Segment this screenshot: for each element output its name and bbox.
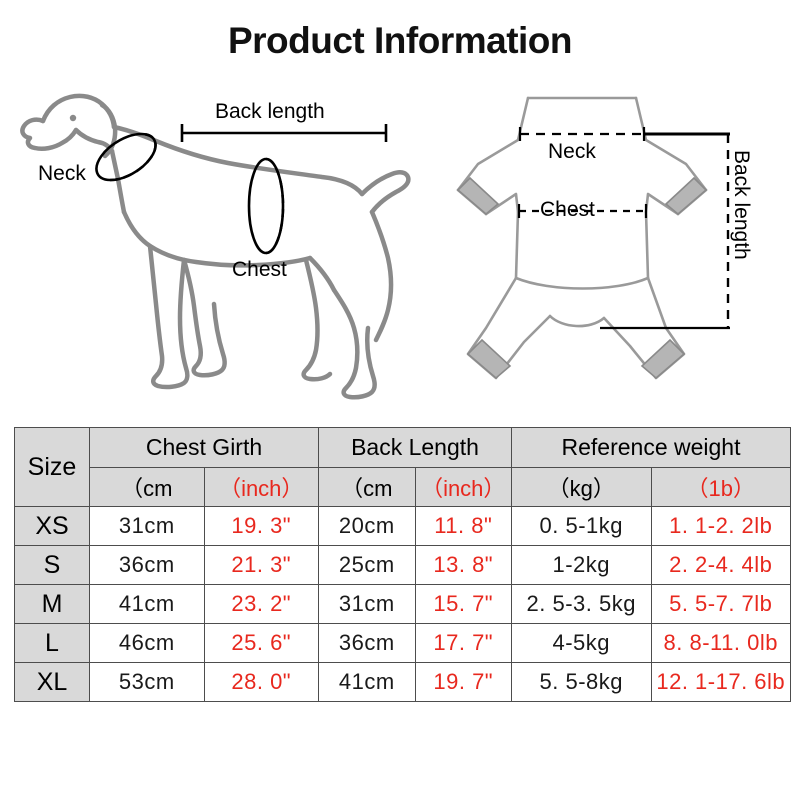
table-header-unit-row: （cm （inch） （cm （inch） （kg） （1b） bbox=[15, 467, 791, 507]
garment-outline-svg bbox=[456, 96, 730, 380]
cell-chest-girth-cm: 41cm bbox=[89, 584, 205, 624]
size-chart-table: Size Chest Girth Back Length Reference w… bbox=[14, 427, 791, 702]
garment-chest-measure-line bbox=[517, 204, 648, 218]
chest-measure-ellipse bbox=[247, 157, 285, 255]
cell-chest-girth-cm: 36cm bbox=[89, 545, 205, 585]
dog-side-view-measurement-diagram: Neck Chest Back length bbox=[10, 78, 430, 413]
cell-reference-weight-kg: 2. 5-3. 5kg bbox=[511, 584, 652, 624]
garment-neck-measure-line bbox=[518, 127, 646, 141]
cell-back-length-inch: 13. 8" bbox=[414, 545, 512, 585]
cell-chest-girth-cm: 53cm bbox=[89, 662, 205, 702]
garment-neck-label: Neck bbox=[548, 140, 596, 163]
cell-back-length-cm: 25cm bbox=[318, 545, 416, 585]
cell-back-length-cm: 20cm bbox=[318, 506, 416, 546]
cell-reference-weight-kg: 4-5kg bbox=[511, 623, 652, 663]
header-unit-chest-inch: （inch） bbox=[203, 467, 319, 507]
cell-back-length-cm: 41cm bbox=[318, 662, 416, 702]
cell-reference-weight-kg: 0. 5-1kg bbox=[511, 506, 652, 546]
cell-chest-girth-cm: 31cm bbox=[89, 506, 205, 546]
header-unit-weight-kg: （kg） bbox=[511, 467, 652, 507]
cell-size: S bbox=[14, 545, 90, 585]
header-chest-girth: Chest Girth bbox=[89, 427, 319, 468]
cell-reference-weight-kg: 5. 5-8kg bbox=[511, 662, 652, 702]
cell-chest-girth-inch: 19. 3" bbox=[203, 506, 319, 546]
cell-chest-girth-inch: 21. 3" bbox=[203, 545, 319, 585]
cell-chest-girth-cm: 46cm bbox=[89, 623, 205, 663]
cell-reference-weight-kg: 1-2kg bbox=[511, 545, 652, 585]
header-reference-weight: Reference weight bbox=[511, 427, 791, 468]
dog-chest-label: Chest bbox=[232, 258, 287, 281]
cell-reference-weight-lb: 2. 2-4. 4lb bbox=[650, 545, 791, 585]
cell-reference-weight-lb: 5. 5-7. 7lb bbox=[650, 584, 791, 624]
cell-back-length-inch: 19. 7" bbox=[414, 662, 512, 702]
page-title: Product Information bbox=[227, 20, 573, 61]
cell-back-length-cm: 31cm bbox=[318, 584, 416, 624]
cell-back-length-inch: 17. 7" bbox=[414, 623, 512, 663]
header-unit-back-cm: （cm bbox=[318, 467, 416, 507]
cell-size: XL bbox=[14, 662, 90, 702]
cell-reference-weight-lb: 8. 8-11. 0lb bbox=[650, 623, 791, 663]
dog-neck-label: Neck bbox=[38, 162, 86, 185]
cell-back-length-cm: 36cm bbox=[318, 623, 416, 663]
cell-chest-girth-inch: 25. 6" bbox=[203, 623, 319, 663]
cell-chest-girth-inch: 23. 2" bbox=[203, 584, 319, 624]
dog-eye bbox=[69, 114, 77, 122]
dog-back-length-label: Back length bbox=[215, 100, 325, 123]
garment-back-length-label: Back length bbox=[730, 150, 753, 260]
cell-reference-weight-lb: 1. 1-2. 2lb bbox=[650, 506, 791, 546]
header-unit-chest-cm: （cm bbox=[89, 467, 205, 507]
header-size: Size bbox=[14, 427, 90, 507]
garment-chest-label: Chest bbox=[540, 198, 595, 221]
garment-back-length-measure bbox=[600, 132, 730, 330]
header-back-length: Back Length bbox=[318, 427, 512, 468]
garment-flat-lay-measurement-diagram: Neck Chest Back length bbox=[440, 78, 800, 413]
table-header-group-row: Size Chest Girth Back Length Reference w… bbox=[14, 427, 791, 507]
cell-chest-girth-inch: 28. 0" bbox=[203, 662, 319, 702]
cell-reference-weight-lb: 12. 1-17. 6lb bbox=[650, 662, 791, 702]
header-unit-weight-lb: （1b） bbox=[650, 467, 791, 507]
cell-size: XS bbox=[14, 506, 90, 546]
cell-size: L bbox=[14, 623, 90, 663]
back-length-measure-bar bbox=[180, 124, 388, 142]
cell-back-length-inch: 15. 7" bbox=[414, 584, 512, 624]
measurement-illustrations: Neck Chest Back length bbox=[0, 78, 800, 408]
neck-measure-ellipse bbox=[95, 132, 157, 182]
cell-back-length-inch: 11. 8" bbox=[414, 506, 512, 546]
cell-size: M bbox=[14, 584, 90, 624]
header-unit-back-inch: （inch） bbox=[414, 467, 512, 507]
table-header: Size Chest Girth Back Length Reference w… bbox=[14, 427, 791, 507]
dog-outline-svg bbox=[20, 93, 411, 400]
garment-cuff-bands bbox=[456, 176, 708, 380]
